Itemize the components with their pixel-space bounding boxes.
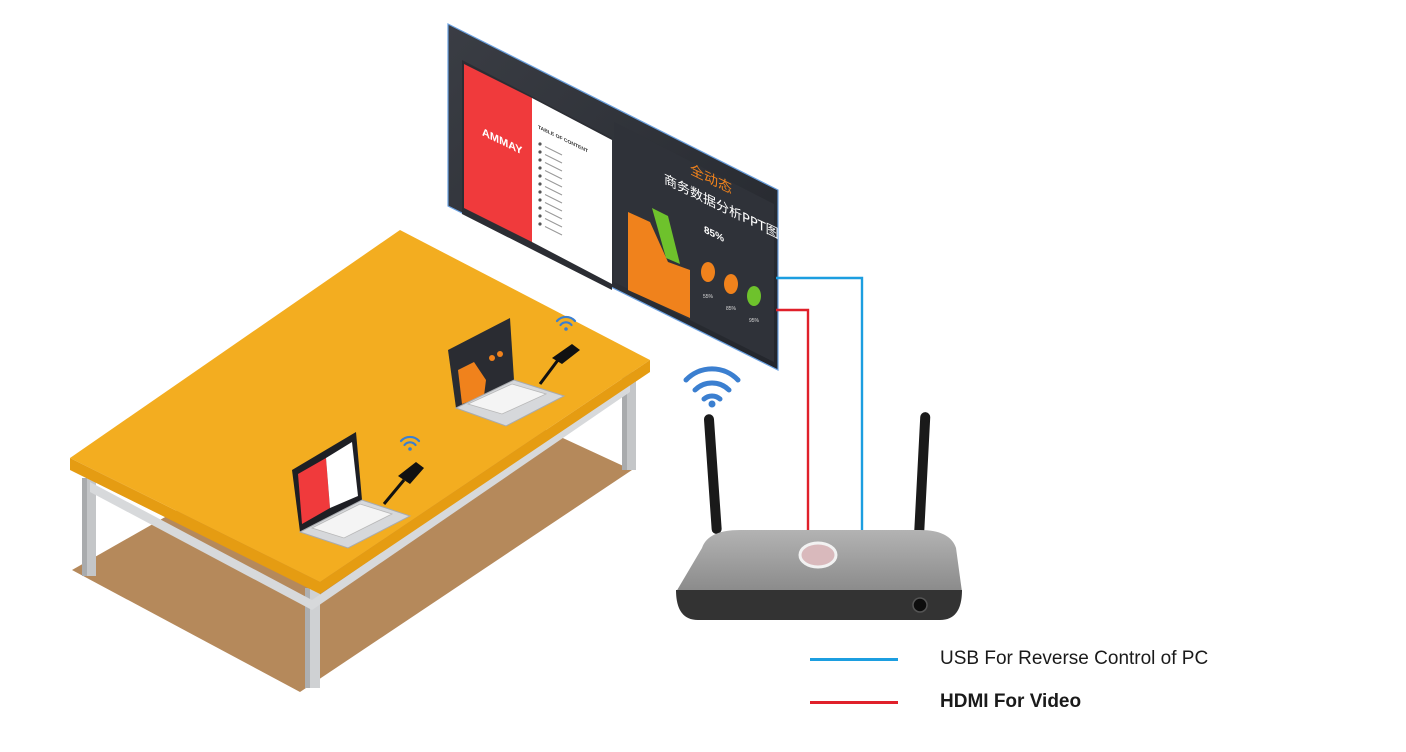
toc-item-line (544, 186, 563, 196)
table-edge-front (70, 458, 320, 594)
table-legs (82, 372, 636, 688)
display-percent-3: 95% (749, 318, 760, 324)
laptop-screen-dot (497, 351, 503, 357)
legend-usb-line (810, 657, 898, 661)
display-circle-3 (747, 286, 761, 306)
legend-hdmi: HDMI For Video (810, 691, 1081, 713)
laptop-keyboard (466, 383, 548, 415)
receiver-wifi-icon (683, 366, 741, 408)
toc-item-line (544, 146, 563, 156)
power-button-icon (798, 541, 838, 569)
laptop-screen-chart (458, 362, 486, 404)
toc-item-bullet (538, 222, 542, 226)
legend-usb: USB For Reverse Control of PC (810, 648, 1208, 670)
display-chart-green (652, 208, 680, 264)
dongle-icon (538, 344, 580, 385)
laptop-front (292, 432, 424, 549)
display-circle-2 (724, 274, 738, 294)
cables (776, 276, 864, 532)
toc-item-bullet (538, 166, 542, 170)
toc-item-line (544, 178, 563, 188)
laptop-back (448, 315, 580, 427)
toc-item-line (544, 194, 563, 204)
port-icon (912, 597, 928, 613)
toc-item-line (544, 162, 563, 172)
slide-left-red-panel (464, 64, 532, 242)
wall-display: AMMAY TABLE OF CONTENT 全动态 商务数据分析PPT图表 8… (447, 23, 792, 371)
display-circle-1 (701, 262, 715, 282)
legend-usb-label: USB For Reverse Control of PC (940, 648, 1209, 669)
antenna-icon (703, 414, 722, 535)
toc-item-line (544, 170, 563, 180)
legend-hdmi-line (810, 700, 898, 704)
toc-item-line (544, 226, 563, 236)
antenna-icon (914, 412, 931, 537)
usb-cable (776, 276, 864, 532)
receiver-front (676, 590, 962, 620)
toc-item-bullet (538, 158, 542, 162)
toc-item-line (544, 202, 563, 212)
toc-item-bullet (538, 182, 542, 186)
slide-left-white-panel (532, 98, 612, 284)
laptop-keyboard (310, 503, 394, 539)
dongle-icon (382, 462, 424, 505)
display-percent-2: 85% (726, 306, 737, 312)
toc-item-bullet (538, 174, 542, 178)
hdmi-cable (776, 308, 810, 532)
laptop-screen-dot (489, 355, 495, 361)
table (70, 230, 650, 594)
laptop-wifi-icon (399, 435, 421, 451)
legend-hdmi-label: HDMI For Video (940, 691, 1082, 712)
toc-item-bullet (538, 142, 542, 146)
display-toc-list (538, 142, 563, 236)
table-edge-side (320, 360, 650, 594)
toc-item-bullet (538, 198, 542, 202)
display-chart-orange (628, 212, 690, 318)
toc-item-line (544, 154, 563, 164)
toc-item-line (544, 210, 563, 220)
toc-item-line (544, 218, 563, 228)
laptop-screen-red (298, 458, 330, 524)
toc-item-bullet (538, 214, 542, 218)
display-percent-1: 55% (703, 294, 714, 300)
laptop-screen-white (326, 442, 358, 508)
toc-item-bullet (538, 190, 542, 194)
laptop-wifi-icon (555, 315, 577, 331)
table-top (70, 230, 650, 582)
toc-item-bullet (538, 206, 542, 210)
slide-right (614, 122, 774, 362)
toc-item-bullet (538, 150, 542, 154)
wireless-receiver (676, 412, 962, 620)
